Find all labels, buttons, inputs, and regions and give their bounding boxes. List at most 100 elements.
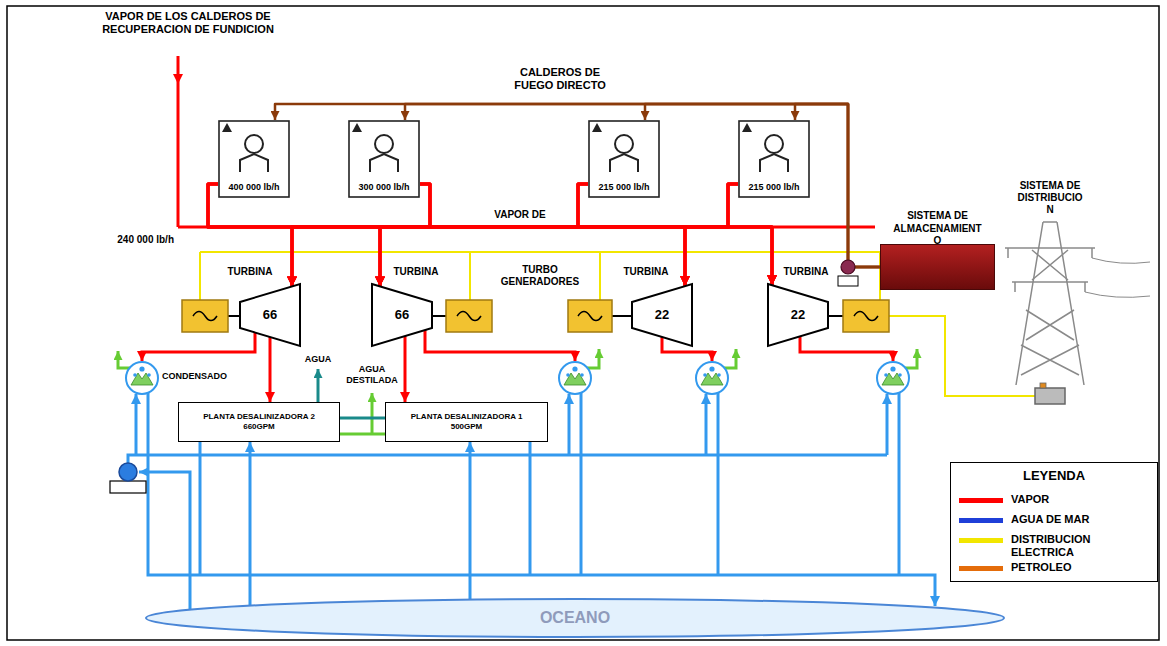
plant-label: 660GPM bbox=[243, 422, 275, 432]
legend-swatch bbox=[959, 518, 1003, 523]
legend-swatch bbox=[959, 538, 1003, 544]
legend-text: DISTRIBUCION ELECTRICA bbox=[1011, 533, 1151, 559]
pipe-connector bbox=[249, 442, 252, 606]
flow-label: 240 000 lb/h bbox=[96, 234, 174, 246]
legend-swatch bbox=[959, 566, 1003, 572]
pipe-connector bbox=[469, 442, 472, 600]
legend-swatch bbox=[959, 566, 1003, 571]
turbine-shape: 22 bbox=[632, 284, 692, 346]
electric-lines bbox=[199, 252, 201, 300]
shape-outline bbox=[375, 135, 393, 153]
transmission-tower bbox=[1021, 250, 1079, 375]
label-box: VAPOR DE bbox=[490, 209, 550, 221]
legend-text: PETROLEO bbox=[1011, 561, 1151, 574]
boiler-box: 400 000 lb/h bbox=[218, 120, 290, 198]
condenser-symbol bbox=[559, 362, 591, 394]
water-label: AGUA bbox=[298, 354, 338, 365]
legend-swatch bbox=[959, 518, 1003, 524]
capacity-label: 300 000 lb/h bbox=[358, 182, 409, 193]
condensate-arrows bbox=[371, 393, 374, 434]
label-box: AGUA bbox=[298, 354, 338, 365]
plant-label: 500GPM bbox=[451, 422, 483, 432]
legend-swatch bbox=[959, 498, 1003, 503]
shape-outline bbox=[610, 154, 638, 172]
label-box: SISTEMA DE DISTRIBUCIO N bbox=[1014, 180, 1086, 216]
connector-layer bbox=[208, 104, 880, 606]
oil-pump bbox=[838, 276, 858, 286]
label-box: TURBINA bbox=[218, 266, 282, 278]
generator-symbol bbox=[228, 315, 843, 317]
pipe-connector bbox=[420, 184, 772, 285]
pipe-connector bbox=[685, 184, 738, 286]
seawater-pipes bbox=[135, 394, 138, 455]
pipe-connector bbox=[404, 336, 407, 402]
transmission-tower bbox=[1085, 258, 1150, 297]
ocean-ellipse: OCEANO bbox=[145, 598, 1005, 638]
turbine-label: TURBINA bbox=[218, 266, 282, 278]
turbine-label: TURBINA bbox=[614, 266, 678, 278]
condenser-symbol bbox=[877, 362, 909, 394]
steam-pipes bbox=[177, 84, 180, 227]
turbine-shape: 22 bbox=[768, 284, 828, 346]
legend-title: LEYENDA bbox=[950, 468, 1158, 484]
turbine-shape: 66 bbox=[372, 284, 432, 346]
shape-outline bbox=[245, 135, 263, 153]
condenser-symbol bbox=[126, 362, 158, 394]
capacity-label: 400 000 lb/h bbox=[228, 182, 279, 193]
desalination-plant: PLANTA DESALINIZADORA 1500GPM bbox=[385, 402, 548, 442]
turbine-number: 22 bbox=[791, 307, 805, 323]
pipe-connector bbox=[208, 184, 685, 286]
turbine-number: 66 bbox=[395, 307, 409, 323]
condensate-arrows bbox=[724, 349, 736, 368]
legend-row: AGUA DE MAR bbox=[959, 513, 1151, 526]
water-arrow bbox=[317, 369, 320, 402]
shape-outline bbox=[146, 599, 1004, 637]
turbine-shape: 66 bbox=[240, 284, 300, 346]
pipe-connector bbox=[292, 184, 738, 286]
legend-text: VAPOR bbox=[1011, 493, 1151, 506]
pipe-connector bbox=[340, 433, 385, 436]
seawater-pipes bbox=[717, 393, 720, 575]
pipe-connector bbox=[645, 104, 880, 267]
boiler-box: 215 000 lb/h bbox=[738, 120, 810, 198]
label-box: CALDEROS DE FUEGO DIRECTO bbox=[505, 66, 615, 92]
shape-outline bbox=[742, 123, 752, 132]
shape-outline bbox=[765, 135, 783, 153]
shape-outline bbox=[240, 154, 268, 172]
seawater-pipes bbox=[199, 442, 202, 575]
pipe-connector bbox=[340, 417, 385, 420]
label-box: TURBINA bbox=[614, 266, 678, 278]
seawater-pump bbox=[110, 463, 146, 493]
legend-swatch bbox=[959, 498, 1003, 504]
fuel-label: CALDEROS DE FUEGO DIRECTO bbox=[505, 66, 615, 92]
pipe-connector bbox=[578, 184, 772, 285]
label-box: TURBINA bbox=[778, 266, 834, 278]
steam-pipes bbox=[142, 56, 893, 361]
water-arrow bbox=[317, 369, 320, 402]
transmission-tower bbox=[1040, 383, 1046, 388]
electric-lines bbox=[599, 252, 601, 300]
boiler-box: 300 000 lb/h bbox=[348, 120, 420, 198]
seawater-pump bbox=[110, 481, 146, 493]
plant-label: PLANTA DESALINIZADORA 1 bbox=[411, 412, 523, 422]
turbine-number: 66 bbox=[263, 307, 277, 323]
condenser-symbol bbox=[126, 362, 909, 394]
pipe-connector bbox=[380, 184, 738, 286]
seawater-pipes bbox=[580, 393, 583, 575]
electric-lines bbox=[889, 316, 1035, 396]
ocean-label: OCEANO bbox=[540, 608, 610, 627]
shape-outline bbox=[372, 284, 432, 346]
label-box: TURBO GENERADORES bbox=[495, 264, 585, 288]
pipe-connector bbox=[728, 184, 772, 285]
transmission-tower bbox=[1035, 388, 1065, 404]
shape-outline bbox=[739, 121, 809, 197]
electric-lines bbox=[200, 251, 880, 253]
plant-label: PLANTA DESALINIZADORA 2 bbox=[203, 412, 315, 422]
steam-pipes bbox=[800, 336, 893, 361]
legend-text: AGUA DE MAR bbox=[1011, 513, 1151, 526]
seawater-pipes bbox=[705, 394, 708, 455]
seawater-pump bbox=[119, 463, 137, 481]
seawater-pipes bbox=[898, 393, 901, 575]
condenser-symbol bbox=[696, 362, 728, 394]
seawater-pipes bbox=[148, 393, 935, 606]
